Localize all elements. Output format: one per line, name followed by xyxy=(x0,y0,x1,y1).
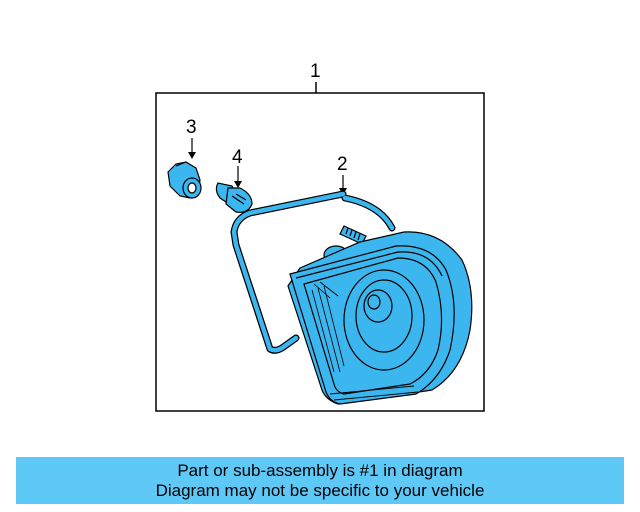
banner-line-2: Diagram may not be specific to your vehi… xyxy=(155,481,485,500)
callout-2: 2 xyxy=(337,154,348,175)
bulb-socket-icon xyxy=(167,161,202,199)
gasket-seal-icon xyxy=(230,190,396,354)
tail-lamp-assembly-icon xyxy=(287,225,473,405)
info-banner: Part or sub-assembly is #1 in diagram Di… xyxy=(16,457,624,504)
banner-line-1: Part or sub-assembly is #1 in diagram xyxy=(177,461,463,480)
callout-1: 1 xyxy=(310,61,321,82)
arrow-3 xyxy=(188,138,196,159)
diagram-frame xyxy=(155,92,485,412)
bulb-icon xyxy=(215,182,253,213)
callout-3: 3 xyxy=(186,117,197,138)
callout-4: 4 xyxy=(232,147,243,168)
parts-diagram xyxy=(155,82,485,412)
arrow-4 xyxy=(234,166,242,188)
